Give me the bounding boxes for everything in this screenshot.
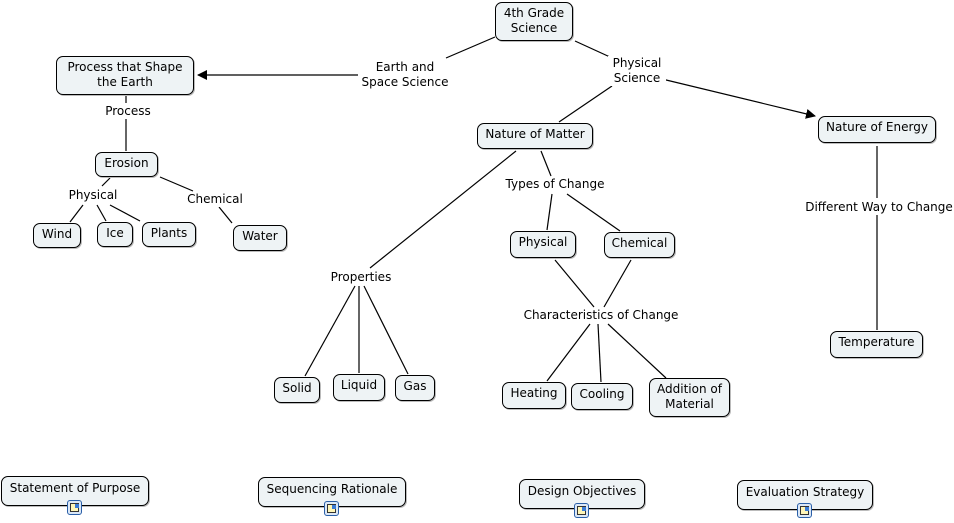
link-physical-science[interactable]: Physical Science bbox=[608, 56, 666, 86]
line-root-to-physical-science bbox=[574, 40, 611, 58]
document-icon[interactable] bbox=[797, 503, 812, 518]
line-matter-to-properties bbox=[369, 150, 517, 269]
concept-chemical[interactable]: Chemical bbox=[604, 232, 675, 258]
line-characteristics-to-heating bbox=[546, 323, 591, 382]
concept-heating[interactable]: Heating bbox=[502, 382, 566, 409]
line-physical-science-to-matter bbox=[558, 85, 613, 123]
concept-physical[interactable]: Physical bbox=[510, 231, 576, 258]
line-physical-to-characteristics bbox=[554, 259, 595, 308]
document-icon[interactable] bbox=[574, 503, 589, 518]
line-erosion-to-chemical bbox=[159, 176, 194, 192]
document-icon[interactable] bbox=[67, 500, 82, 515]
link-process[interactable]: Process bbox=[100, 104, 156, 119]
line-root-to-earth-space bbox=[445, 36, 496, 59]
line-properties-to-solid bbox=[304, 285, 356, 377]
link-different-way-to-change[interactable]: Different Way to Change bbox=[801, 200, 954, 215]
concept-addition-of-material[interactable]: Addition of Material bbox=[649, 378, 730, 417]
concept-wind[interactable]: Wind bbox=[33, 223, 81, 248]
concept-process-that-shape-the-earth[interactable]: Process that Shape the Earth bbox=[56, 56, 194, 95]
concept-nature-of-matter[interactable]: Nature of Matter bbox=[477, 123, 593, 149]
line-properties-to-gas bbox=[363, 285, 409, 375]
line-chemical-to-water bbox=[218, 206, 233, 224]
concept-liquid[interactable]: Liquid bbox=[333, 374, 385, 401]
concept-plants[interactable]: Plants bbox=[142, 222, 196, 247]
concept-water[interactable]: Water bbox=[233, 225, 287, 251]
concept-4th-grade-science[interactable]: 4th Grade Science bbox=[495, 2, 573, 41]
concept-ice[interactable]: Ice bbox=[97, 222, 133, 247]
line-characteristics-to-cooling bbox=[597, 323, 602, 383]
document-icon[interactable] bbox=[324, 501, 339, 516]
line-characteristics-to-addition bbox=[607, 323, 667, 379]
link-types-of-change[interactable]: Types of Change bbox=[501, 177, 609, 192]
concept-cooling[interactable]: Cooling bbox=[571, 383, 633, 410]
line-chemical-to-characteristics bbox=[603, 259, 632, 308]
line-physical-to-ice bbox=[96, 204, 107, 222]
line-matter-to-types bbox=[540, 150, 552, 177]
concept-gas[interactable]: Gas bbox=[395, 375, 435, 401]
line-types-to-physical bbox=[546, 193, 553, 231]
link-erosion-chemical[interactable]: Chemical bbox=[183, 192, 247, 207]
concept-solid[interactable]: Solid bbox=[274, 377, 320, 403]
line-physical-to-plants bbox=[109, 204, 141, 222]
line-physical-science-to-energy bbox=[661, 78, 816, 119]
line-physical-to-wind bbox=[69, 204, 84, 223]
link-characteristics-of-change[interactable]: Characteristics of Change bbox=[519, 308, 683, 323]
link-earth-and-space-science[interactable]: Earth and Space Science bbox=[358, 60, 452, 90]
concept-temperature[interactable]: Temperature bbox=[830, 331, 923, 358]
concept-nature-of-energy[interactable]: Nature of Energy bbox=[818, 116, 936, 143]
line-types-to-chemical bbox=[566, 193, 621, 232]
concept-erosion[interactable]: Erosion bbox=[95, 152, 158, 177]
line-erosion-to-physical bbox=[101, 177, 111, 187]
link-erosion-physical[interactable]: Physical bbox=[64, 188, 122, 203]
link-properties[interactable]: Properties bbox=[327, 270, 395, 285]
